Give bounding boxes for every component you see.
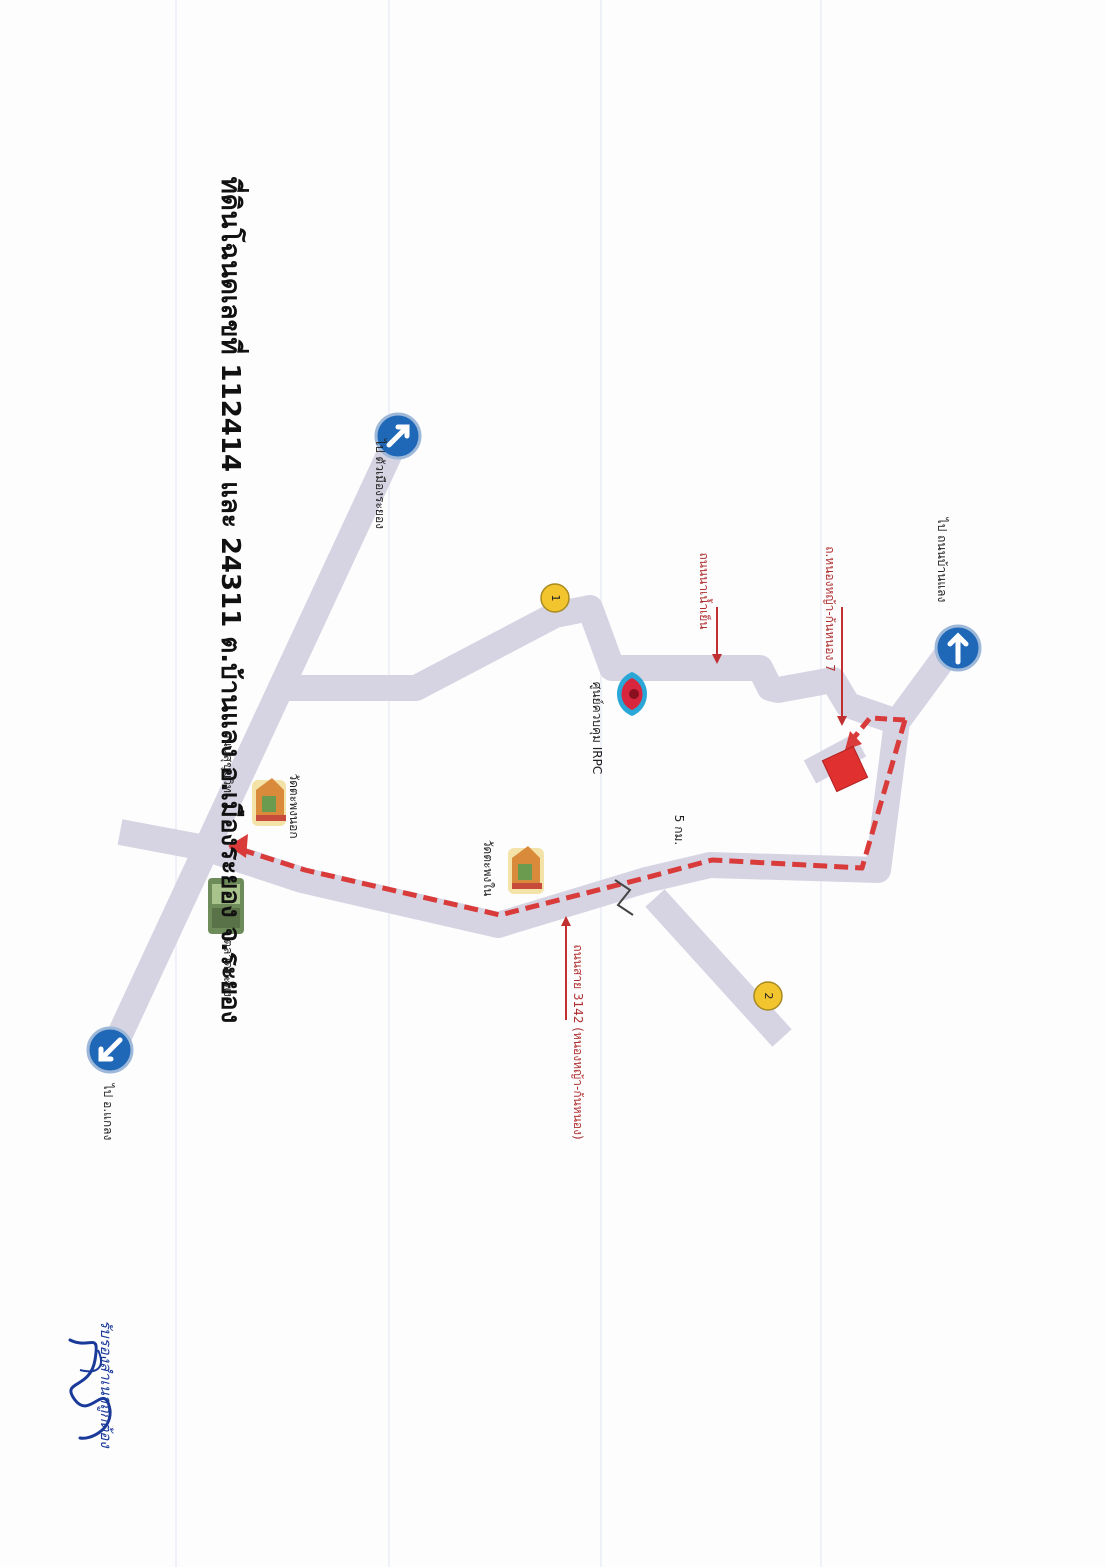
marker-1-icon	[540, 583, 570, 613]
scan-line	[820, 0, 822, 1567]
page-title: ที่ดินโฉนดเลขที่ 112414 และ 24311 ต.บ้าน…	[215, 176, 245, 1024]
scan-line	[600, 0, 602, 1567]
direction-arrow-icon	[934, 624, 982, 672]
label-nong-yai-road: ถ.หนองหญ้า-ก้นหนอง 7	[823, 546, 837, 672]
break-icon	[614, 879, 634, 916]
label-sukhumvit: ถนนสุขุมวิท	[221, 731, 235, 793]
pointer-arrow-icon	[712, 654, 722, 664]
market-icon	[208, 878, 244, 934]
label-wat-tapong-nai: วัดตะพงใน	[481, 839, 495, 897]
sukhumvit-road	[103, 434, 408, 1051]
road-3142	[117, 720, 910, 938]
scan-line	[175, 0, 177, 1567]
site-arrow-icon	[845, 731, 862, 750]
label-road-3142: ถนนสาย 3142 (หนองหญ้า-ก้นหนอง)	[571, 944, 585, 1140]
label-to-ban-laeng-road: ไป ถนนบ้านแลง	[935, 517, 949, 603]
label-to-klaeng: ไป อ.แกลง	[101, 1083, 115, 1141]
route-branch-line	[850, 715, 906, 742]
site-plot	[821, 745, 869, 793]
direction-arrow-icon	[374, 412, 422, 460]
direction-arrow-icon	[86, 1026, 134, 1074]
label-to-rayong-city: ไป ตัวเมืองระยอง	[373, 438, 387, 530]
pointer-arrow-icon	[837, 716, 847, 726]
temple-icon	[508, 846, 544, 894]
road-to-site	[288, 595, 902, 735]
label-talat-tapong: ตลาดตะพง	[221, 939, 235, 997]
scan-line	[388, 0, 390, 1567]
temple-icon	[252, 778, 286, 826]
route-arrow-icon	[228, 834, 248, 858]
label-namyen-road: ถนนนาเน้ำเย็น	[697, 552, 711, 630]
route-line	[229, 719, 908, 918]
marker-1-label: 1	[549, 594, 562, 602]
road-2-branch	[645, 889, 792, 1047]
label-wat-tapong-nok: วัดตะพงนอก	[287, 773, 301, 839]
label-irpc-center: ศูนย์ควบคุม IRPC	[590, 681, 604, 775]
location-pin-icon	[617, 672, 647, 716]
marker-2-label: 2	[762, 992, 775, 1000]
signature-icon	[68, 1338, 112, 1440]
label-distance: 5 กม.	[672, 814, 686, 846]
pointer-arrow-icon	[561, 916, 571, 926]
marker-2-icon	[753, 981, 783, 1011]
